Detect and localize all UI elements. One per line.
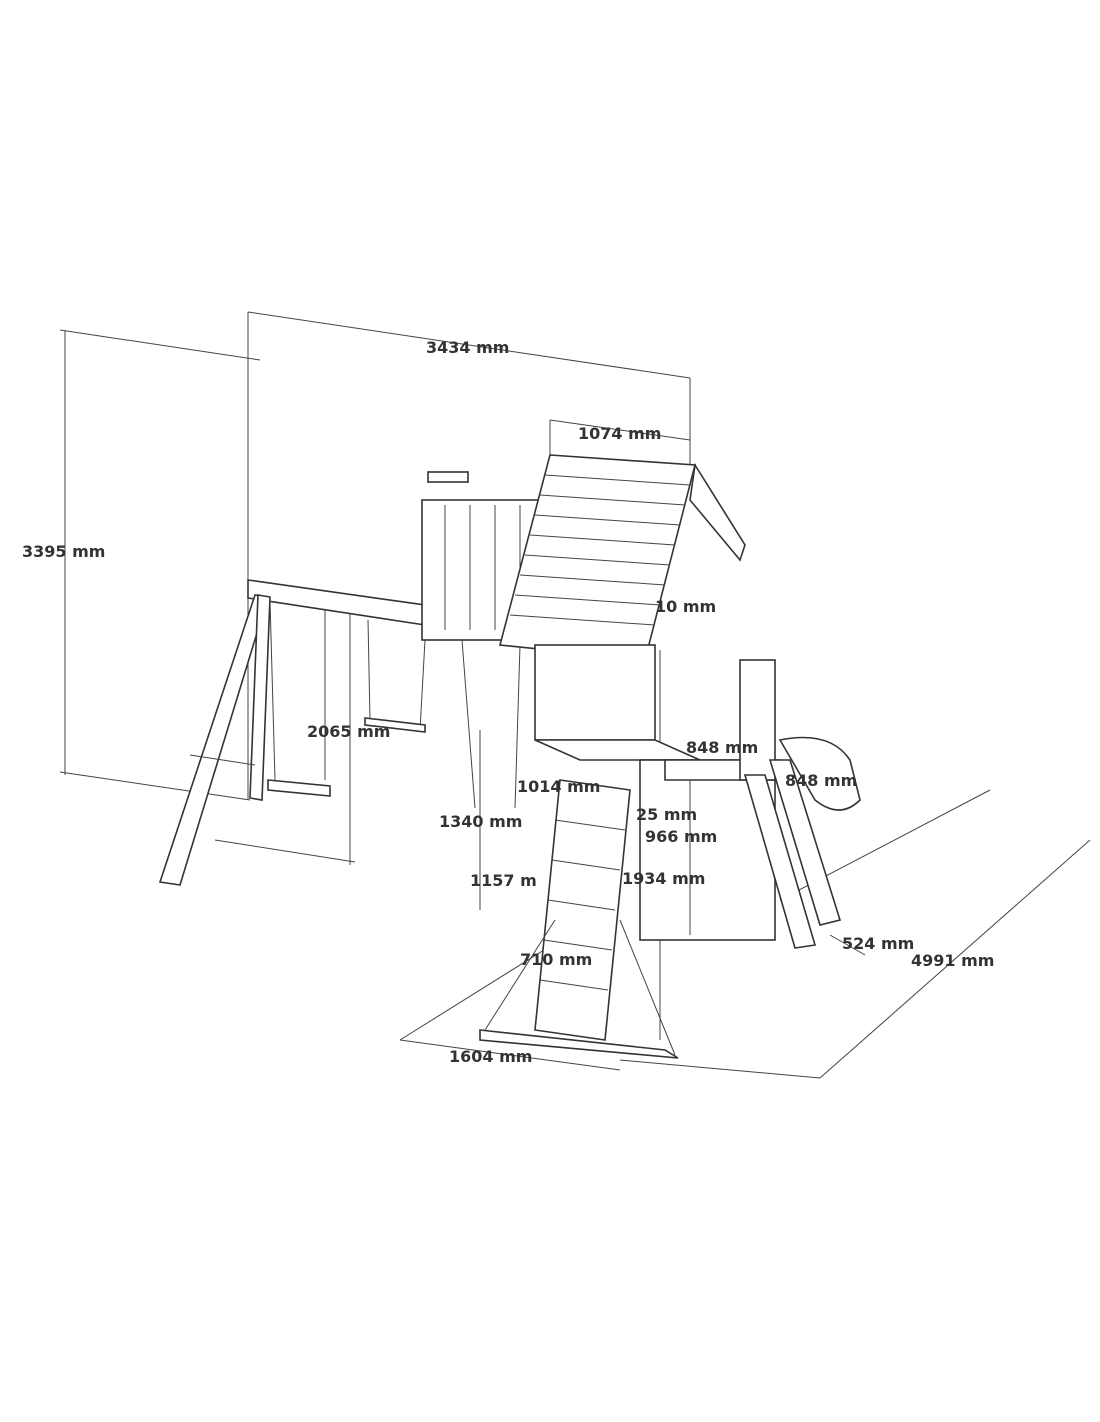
swing-seat (267, 779, 331, 797)
roof (498, 454, 697, 661)
label-deck-848-a: 848 mm (686, 738, 758, 757)
slide (778, 736, 861, 811)
telescope (427, 471, 469, 483)
swing-frame (158, 579, 521, 886)
ladder (768, 759, 842, 926)
trapeze-bar (364, 717, 426, 733)
label-base-width: 1604 mm (449, 1047, 532, 1066)
label-25: 25 mm (636, 805, 697, 824)
roof-slats (509, 474, 691, 626)
label-1157: 1157 m (470, 871, 537, 890)
label-deck-848-b: 848 mm (785, 771, 857, 790)
label-966: 966 mm (645, 827, 717, 846)
label-1340: 1340 mm (439, 812, 522, 831)
label-overall-depth: 4991 mm (911, 951, 994, 970)
label-1014: 1014 mm (517, 777, 600, 796)
label-overall-width: 3434 mm (426, 338, 509, 357)
climbing-wall (479, 779, 679, 1059)
label-710: 710 mm (520, 950, 592, 969)
dimension-labels: 3395 mm 3434 mm 1074 mm 10 mm 2065 mm 84… (22, 338, 994, 1066)
label-roof-depth: 10 mm (655, 597, 716, 616)
label-overall-height: 3395 mm (22, 542, 105, 561)
label-1934: 1934 mm (622, 869, 705, 888)
label-roof-width: 1074 mm (578, 424, 661, 443)
label-swing-height: 2065 mm (307, 722, 390, 741)
label-524: 524 mm (842, 934, 914, 953)
tower (421, 454, 861, 949)
